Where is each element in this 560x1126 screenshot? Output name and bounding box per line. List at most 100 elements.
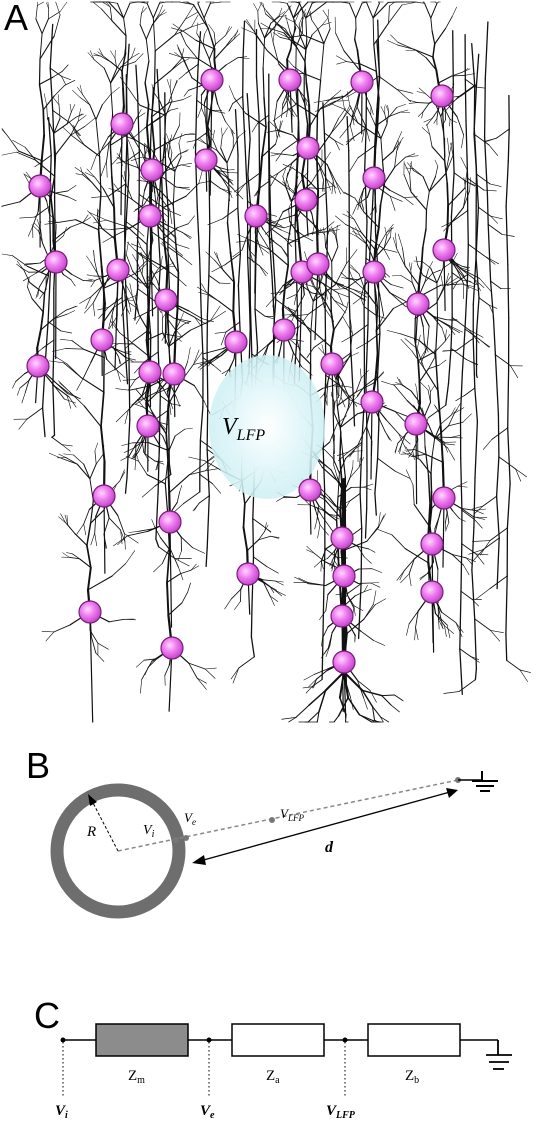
dendrite-branch: [414, 505, 429, 527]
dendrite-branch: [2, 152, 17, 155]
dendrite-branch: [395, 695, 403, 700]
dendrite-branch: [448, 188, 465, 205]
dendrite-branch: [384, 249, 390, 259]
dendrite-branch: [77, 379, 83, 390]
dendrite-branch: [464, 388, 475, 396]
neuron-soma: [139, 205, 161, 227]
dendrite-branch: [120, 472, 125, 481]
neuron-soma: [237, 563, 259, 585]
dendrite-branch: [354, 405, 355, 426]
dendrite-branch: [229, 86, 234, 98]
dendrite-branch: [379, 419, 385, 432]
dendrite-branch: [87, 545, 91, 567]
dendrite-branch: [472, 570, 475, 619]
dendrite-branch: [37, 2, 43, 6]
dendrite-branch: [193, 548, 205, 554]
dendrite-branch: [13, 382, 16, 389]
dendrite-branch: [91, 156, 96, 170]
dendrite-branch: [452, 318, 469, 330]
dendrite-branch: [468, 244, 469, 274]
dendrite-branch: [368, 280, 369, 325]
dendrite-branch: [310, 109, 321, 127]
vi-label-sub: i: [152, 829, 155, 840]
dendrite-branch: [450, 119, 456, 122]
dendrite-branch: [338, 397, 342, 407]
dendrite-branch: [446, 155, 450, 174]
dendrite-branch: [238, 254, 240, 286]
dendrite-branch: [147, 475, 165, 484]
dendrite-branch: [342, 309, 347, 317]
impedance-zm: [96, 1024, 188, 1056]
dendrite-branch: [411, 192, 427, 210]
dendrite-branch: [84, 509, 90, 524]
vi-point: [173, 837, 179, 843]
dendrite-branch: [431, 456, 432, 474]
lfp-label-sub: LFP: [236, 427, 266, 444]
dendrite-branch: [484, 138, 496, 141]
dendrite-branch: [135, 140, 149, 148]
dendrite-branch: [193, 5, 208, 29]
dendrite-branch: [491, 281, 501, 289]
neuron-soma: [307, 253, 329, 275]
dendrite-branch: [199, 496, 209, 503]
dendrite-branch: [110, 2, 118, 3]
dendrite-branch: [353, 298, 361, 304]
dendrite-branch: [381, 124, 387, 139]
dendrite-branch: [181, 163, 192, 165]
dendrite-branch: [56, 224, 57, 232]
neuron-soma: [363, 261, 385, 283]
za-label-main: Z: [266, 1068, 275, 1084]
dendrite-branch: [477, 298, 479, 332]
dendrite-branch: [483, 496, 497, 506]
dendrite-branch: [39, 276, 46, 288]
dendrite-branch: [244, 527, 248, 550]
dendrite-branch: [245, 146, 248, 201]
dendrite-branch: [451, 408, 455, 416]
dendrite-branch: [458, 486, 468, 487]
dendrite-branch: [441, 276, 443, 288]
dendrite-branch: [472, 527, 474, 570]
dendrite-branch: [381, 106, 385, 114]
dendrite-branch: [418, 103, 430, 104]
dendrite-branch: [324, 375, 326, 417]
dendrite-branch: [473, 254, 476, 304]
zm-label-sub: m: [137, 1075, 145, 1086]
dendrite-branch: [198, 3, 204, 18]
dendrite-branch: [53, 98, 59, 105]
dendrite-branch: [99, 49, 103, 56]
dendrite-branch: [463, 414, 472, 422]
dendrite-branch: [431, 474, 432, 492]
dendrite-branch: [64, 363, 82, 378]
dendrite-branch: [317, 191, 318, 228]
dendrite-branch: [506, 206, 508, 264]
dendrite-branch: [404, 559, 414, 571]
dendrite-branch: [423, 177, 429, 192]
dendrite-branch: [353, 205, 357, 215]
dendrite-branch: [375, 599, 385, 605]
dendrite-branch: [206, 469, 218, 471]
dendrite-branch: [153, 3, 159, 18]
dendrite-branch: [452, 124, 454, 173]
dendrite-branch: [96, 454, 103, 464]
dendrite-branch: [59, 454, 66, 458]
dendrite-branch: [446, 522, 449, 530]
dendrite-branch: [449, 326, 460, 333]
dendrite-branch: [204, 28, 207, 35]
dendrite-branch: [434, 119, 437, 124]
dendrite-branch: [145, 454, 155, 461]
dendrite-branch: [356, 3, 362, 18]
dendrite-branch: [123, 380, 135, 381]
dendrite-branch: [395, 471, 410, 478]
dendrite-branch: [246, 19, 254, 31]
dendrite-branch: [400, 110, 408, 112]
dendrite-branch: [472, 44, 475, 86]
dendrite-branch: [258, 11, 259, 23]
dendrite-branch: [236, 110, 239, 155]
neuron-soma: [163, 363, 185, 385]
dendrite-branch: [346, 250, 357, 264]
dendrite-branch: [50, 24, 53, 68]
dendrite-branch: [274, 121, 280, 137]
dendrite-branch: [432, 147, 445, 161]
dendrite-branch: [269, 249, 288, 265]
dendrite-branch: [170, 79, 171, 88]
